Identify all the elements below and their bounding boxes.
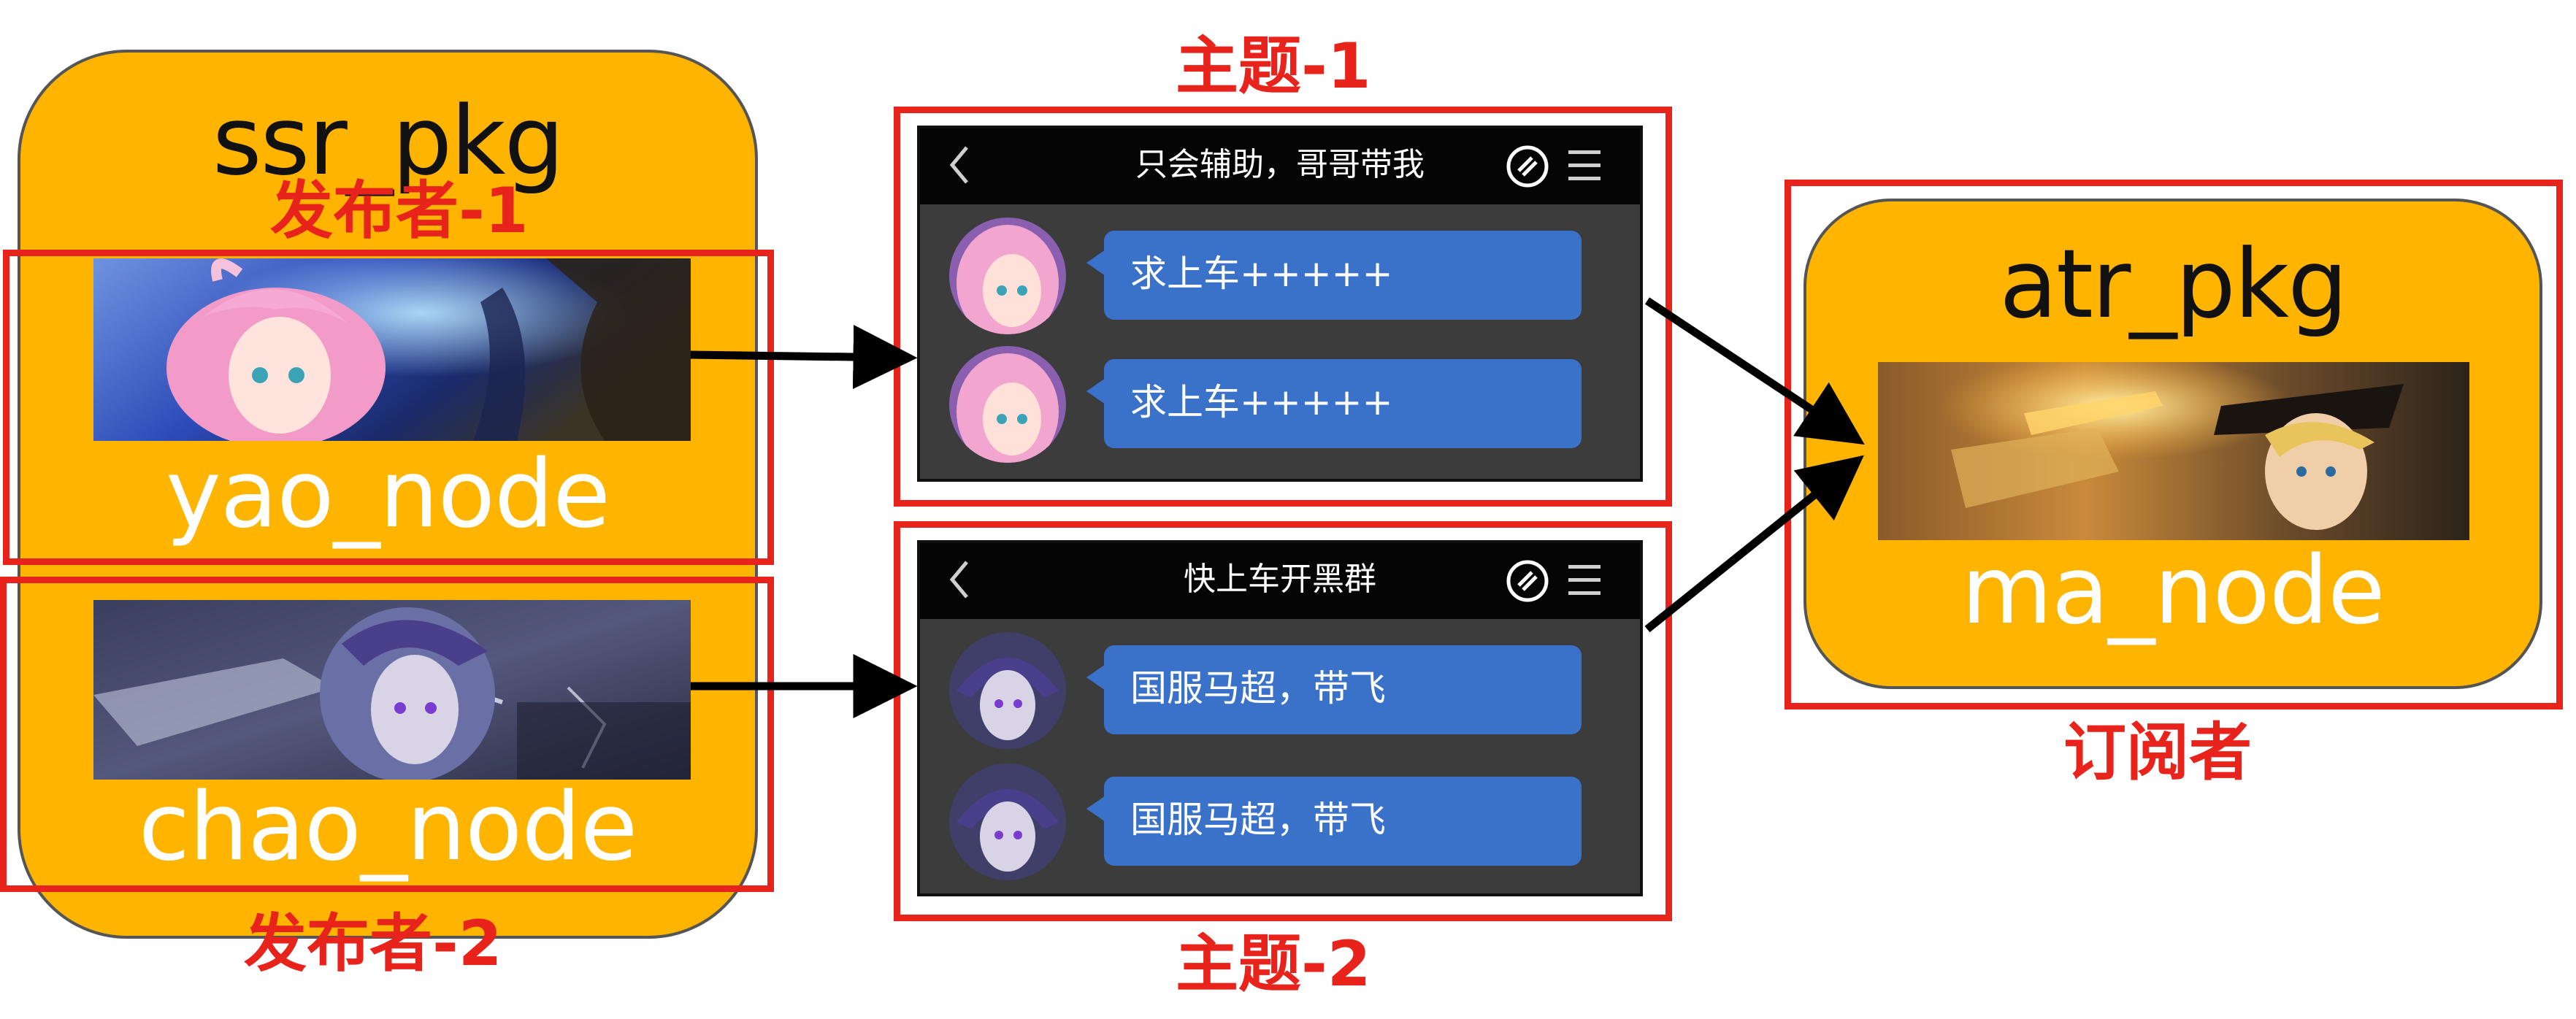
ma-node-image — [1878, 362, 2469, 540]
publisher-2-label: 发布者-2 — [244, 907, 502, 980]
chat-message: 求上车+++++ — [920, 212, 1640, 334]
chat-message-text: 求上车+++++ — [1130, 381, 1393, 423]
arrow-icon — [1644, 297, 1865, 445]
chat-bubble: 国服马超，带飞 — [1086, 645, 1582, 734]
chat-bubble: 求上车+++++ — [1086, 231, 1582, 320]
atr-pkg-title: atr_pkg — [1999, 228, 2347, 339]
avatar — [949, 218, 1066, 334]
arrow-icon — [1644, 455, 1864, 633]
chat-message: 国服马超，带飞 — [920, 758, 1640, 880]
ssr-pkg-title: ssr_pkg — [212, 85, 564, 196]
menu-icon[interactable] — [1567, 562, 1602, 599]
chat-message-text: 国服马超，带飞 — [1130, 799, 1386, 841]
yao-node-image — [93, 258, 691, 441]
link-icon[interactable] — [1504, 143, 1551, 190]
chat-bubble: 国服马超，带飞 — [1086, 777, 1582, 866]
publisher-1-label: 发布者-1 — [270, 174, 529, 247]
back-chevron-icon[interactable] — [945, 556, 974, 603]
avatar — [949, 346, 1066, 463]
chat-title: 只会辅助，哥哥带我 — [1135, 146, 1425, 183]
yao-node-label: yao_node — [166, 440, 610, 549]
topic-1-label: 主题-1 — [1176, 30, 1371, 103]
chat-message: 国服马超，带飞 — [920, 626, 1640, 749]
chat-message-text: 国服马超，带飞 — [1130, 667, 1386, 710]
topic-1-frame — [894, 107, 1672, 507]
avatar — [949, 764, 1066, 880]
subscriber-label: 订阅者 — [2063, 716, 2252, 789]
chat-title-bar: 只会辅助，哥哥带我 — [920, 128, 1640, 204]
topic-1-chat-window: 只会辅助，哥哥带我 求上车+++++ — [917, 126, 1643, 482]
chat-title: 快上车开黑群 — [1184, 561, 1376, 598]
publisher-2-frame — [0, 577, 774, 892]
arrow-icon — [690, 325, 918, 390]
chao-node-label: chao_node — [138, 773, 638, 882]
topic-2-label: 主题-2 — [1176, 928, 1371, 1001]
chat-message: 求上车+++++ — [920, 340, 1640, 463]
topic-2-frame — [894, 521, 1672, 921]
link-icon[interactable] — [1504, 558, 1551, 604]
publisher-1-frame — [3, 250, 774, 565]
topic-2-chat-window: 快上车开黑群 国服马超，带飞 — [917, 540, 1643, 896]
menu-icon[interactable] — [1567, 147, 1602, 184]
ssr-pkg-box: ssr_pkg — [18, 50, 758, 939]
back-chevron-icon[interactable] — [945, 142, 974, 188]
subscriber-frame — [1785, 180, 2563, 710]
avatar — [949, 632, 1066, 749]
ma-node-label: ma_node — [1961, 537, 2385, 645]
chat-title-bar: 快上车开黑群 — [920, 543, 1640, 619]
chat-message-text: 求上车+++++ — [1130, 253, 1393, 295]
chao-node-image — [93, 600, 691, 780]
chat-bubble: 求上车+++++ — [1086, 359, 1582, 448]
